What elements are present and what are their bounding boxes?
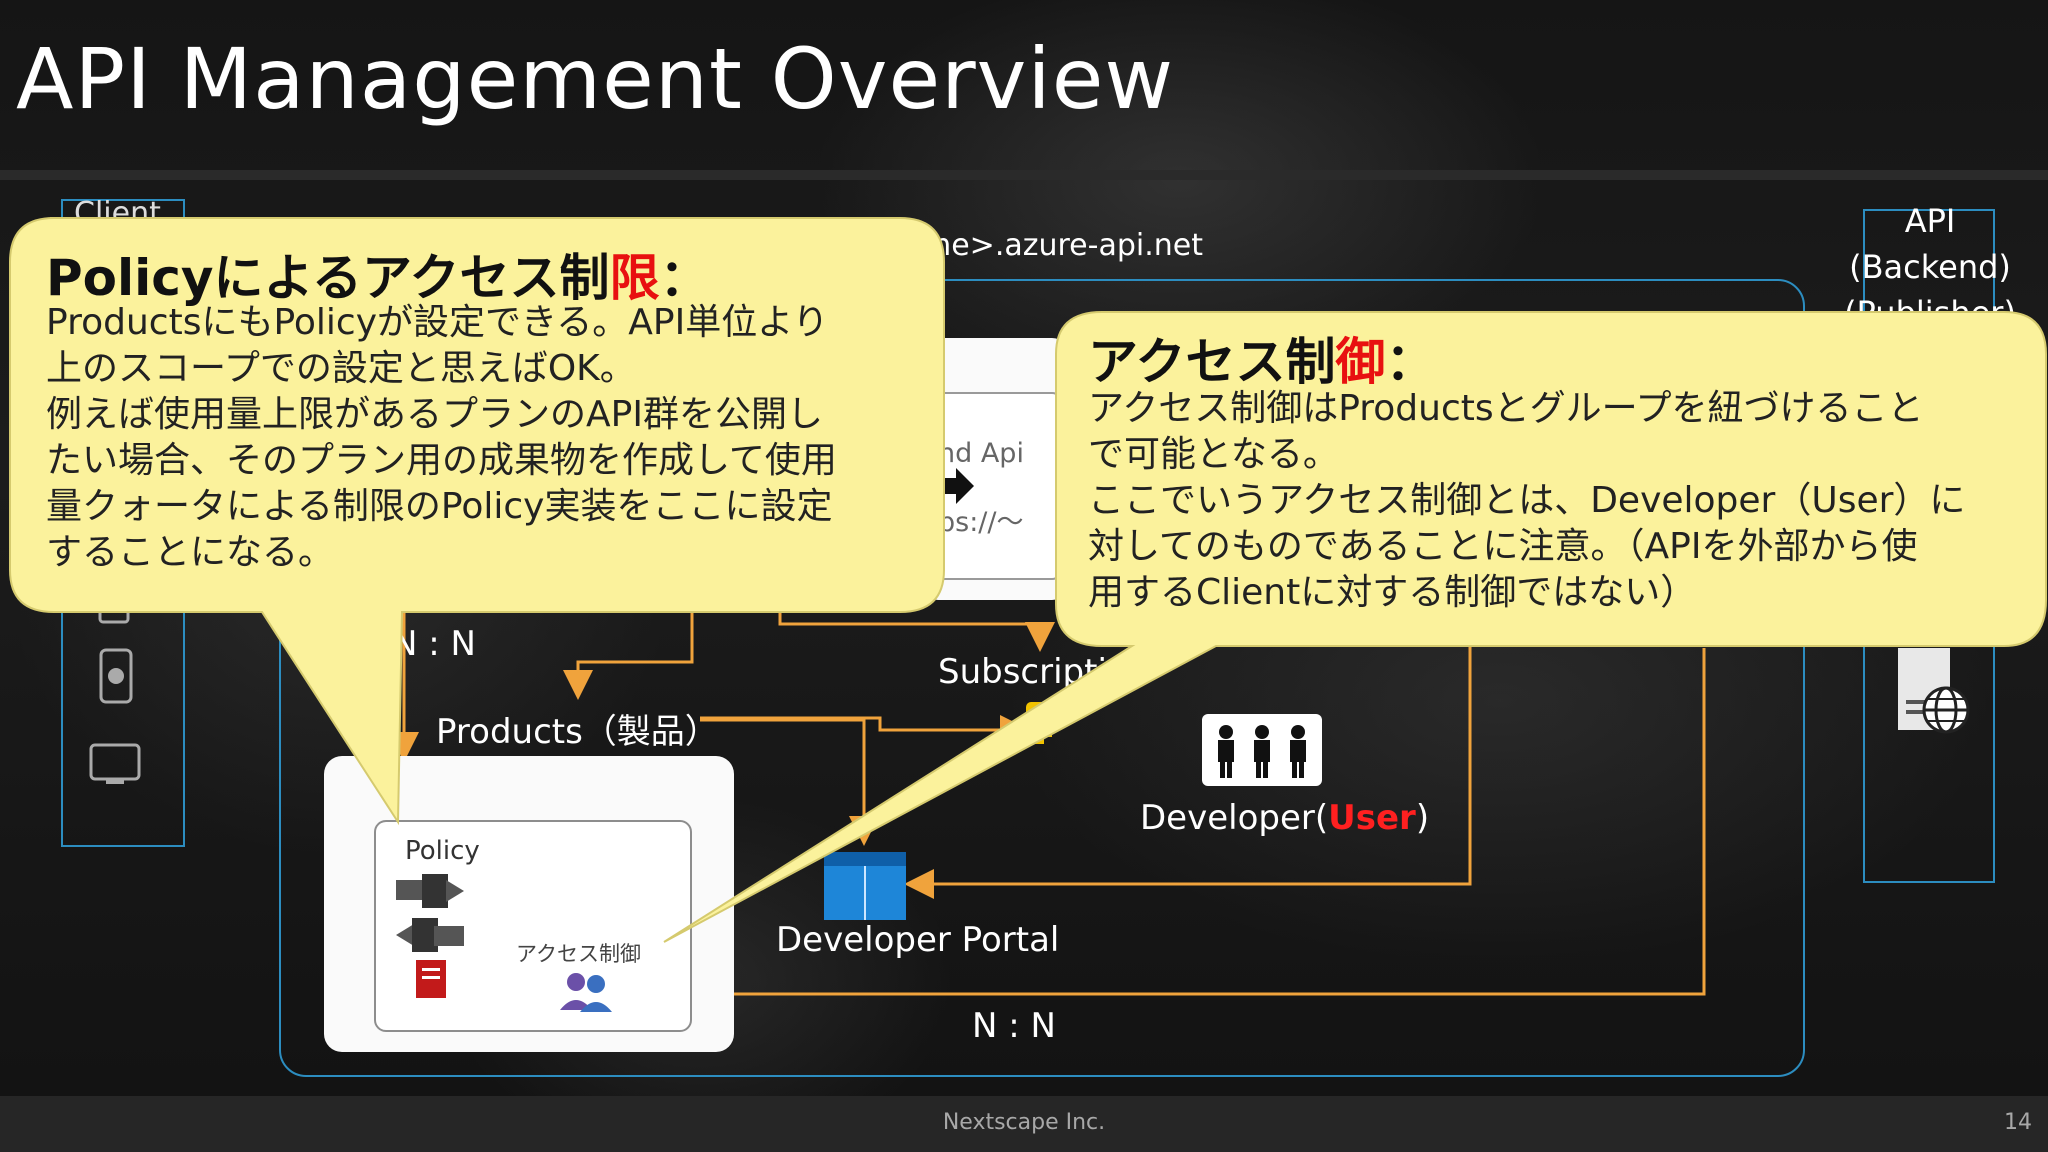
callout-policy-line: たい場合、そのプラン用の成果物を作成して使用	[46, 440, 837, 481]
callout-policy-title-red: 限	[609, 249, 660, 307]
forward-arrow-icon	[942, 468, 974, 504]
callout-access-shape	[663, 311, 2047, 943]
backend-url: ps://〜	[938, 507, 1024, 538]
callout-policy-title: Policyによるアクセス制限：	[46, 238, 710, 310]
policy-label: Policy	[405, 836, 480, 866]
callout-policy-shape	[9, 217, 945, 826]
callout-policy-line: ProductsにもPolicyが設定できる。API単位より	[46, 302, 829, 343]
developer-suffix: )	[1415, 798, 1430, 838]
callout-access-line: ここでいうアクセス制御とは、Developer（User）に	[1088, 480, 1966, 521]
callout-access-body: アクセス制御はProductsとグループを紐づけること で可能となる。 ここでい…	[1088, 386, 2018, 616]
title-divider	[0, 170, 2048, 180]
callout-policy-body: ProductsにもPolicyが設定できる。API単位より 上のスコープでの設…	[46, 300, 906, 576]
access-control-small-label: アクセス制御	[516, 942, 641, 966]
policy-forward-icon	[396, 874, 464, 908]
callout-access-title-red: 御	[1335, 333, 1386, 391]
api-label-line2: (Backend)	[1849, 248, 2011, 286]
callout-access-line: 対してのものであることに注意。（APIを外部から使	[1088, 526, 1918, 567]
api-management-frame	[279, 279, 1805, 1077]
callout-policy-line: 量クォータによる制限のPolicy実装をここに設定	[46, 486, 833, 527]
developer-portal-icon[interactable]	[822, 850, 908, 922]
footer-company: Nextscape Inc.	[942, 1110, 1106, 1135]
connector-products-portal	[700, 718, 879, 846]
connector-subscription	[778, 610, 1055, 652]
policy-document-icon	[416, 960, 446, 998]
callout-access-line: 用するClientに対する制御ではない）	[1088, 572, 1697, 613]
connector-products-top	[563, 610, 694, 700]
slide-title: API Management Overview	[16, 30, 1175, 128]
nn-upper-label: N : N	[392, 624, 476, 664]
developer-prefix: Developer(	[1140, 798, 1329, 838]
callout-access-title: アクセス制御：	[1088, 322, 1436, 394]
gateway-url: me>.azure-api.net	[922, 228, 1203, 263]
developer-user: User	[1328, 798, 1416, 838]
apple-phone-icon	[99, 648, 133, 704]
callout-access-title-main: アクセス制	[1088, 333, 1336, 391]
callout-policy-line: 上のスコープでの設定と思えばOK。	[46, 348, 636, 389]
policy-back-icon	[396, 918, 464, 952]
developers-icon	[1218, 725, 1306, 778]
products-label: Products（製品）	[436, 712, 719, 752]
backend-api-label: nd Api	[938, 438, 1024, 469]
developer-portal-label: Developer Portal	[776, 920, 1060, 960]
monitor-icon	[89, 743, 141, 784]
connector-access-user	[616, 648, 1706, 1009]
connector-products-subscription	[700, 715, 1030, 745]
callout-policy-title-colon: ：	[659, 249, 710, 307]
web-server-icon	[1898, 648, 1970, 734]
callout-policy-line: することになる。	[46, 532, 335, 573]
connector-developer-portal	[904, 640, 1472, 899]
callout-policy-line: 例えば使用量上限があるプランのAPI群を公開し	[46, 394, 823, 435]
callout-access-title-colon: ：	[1385, 333, 1436, 391]
footer-bar	[0, 1096, 2048, 1152]
callout-access-line: で可能となる。	[1088, 434, 1339, 475]
nn-lower-label: N : N	[972, 1006, 1056, 1046]
callout-policy-title-main: Policyによるアクセス制	[46, 249, 610, 307]
callout-access-line: アクセス制御はProductsとグループを紐づけること	[1088, 388, 1924, 429]
developer-label: Developer(User)	[1140, 798, 1429, 838]
page-number: 14	[2004, 1110, 2032, 1135]
user-group-icon[interactable]	[558, 970, 616, 1014]
api-label-line1: API	[1904, 202, 1956, 240]
